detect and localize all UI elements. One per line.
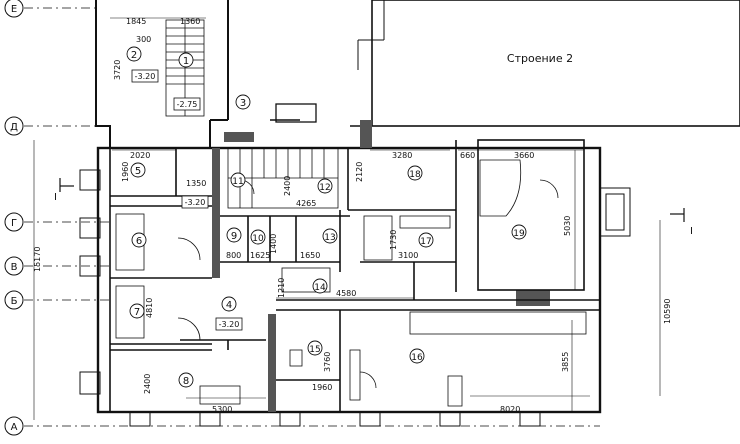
room-number-6: 6 bbox=[136, 236, 142, 247]
level-mark-3: -3.20 bbox=[185, 198, 206, 207]
axis-bubbles bbox=[4, 0, 24, 436]
dimension-label: 8020 bbox=[500, 405, 520, 414]
axis-label-v: В bbox=[11, 262, 18, 273]
room-number-4: 4 bbox=[226, 300, 232, 311]
dimension-label: 3280 bbox=[392, 151, 412, 160]
dimension-label: 5300 bbox=[212, 405, 232, 414]
room-number-15: 15 bbox=[309, 345, 320, 355]
room-number-1: 1 bbox=[183, 56, 189, 67]
section-markers bbox=[59, 178, 685, 222]
dimension-label: 5030 bbox=[563, 216, 572, 236]
annex-label: Строение 2 bbox=[507, 52, 573, 65]
dimension-label: 1210 bbox=[277, 278, 286, 298]
dimension-label: 1960 bbox=[121, 162, 130, 182]
room-bubbles bbox=[126, 46, 527, 388]
fixtures bbox=[115, 159, 587, 407]
room-number-13: 13 bbox=[324, 233, 335, 243]
room-number-18: 18 bbox=[409, 170, 421, 180]
dimension-label: 4265 bbox=[296, 199, 316, 208]
section-marker-left: I bbox=[54, 192, 57, 203]
dimension-label: 1730 bbox=[389, 230, 398, 250]
axis-label-g: Г bbox=[11, 218, 17, 229]
axis-label-d: Д bbox=[10, 122, 18, 133]
room-number-5: 5 bbox=[135, 166, 141, 177]
dimension-label: 300 bbox=[136, 35, 151, 44]
level-mark-2: -2.75 bbox=[177, 100, 198, 109]
room-number-3: 3 bbox=[240, 98, 246, 109]
room-number-11: 11 bbox=[232, 177, 243, 187]
room-number-12: 12 bbox=[319, 183, 330, 193]
dimension-label: 1360 bbox=[180, 17, 200, 26]
annex-building bbox=[357, 0, 740, 127]
section-marker-right: I bbox=[690, 226, 693, 237]
dimension-label: 2120 bbox=[355, 162, 364, 182]
dimension-label: 10590 bbox=[663, 299, 672, 324]
outer-walls bbox=[95, 0, 602, 414]
room-number-9: 9 bbox=[231, 231, 237, 242]
room-number-19: 19 bbox=[513, 229, 525, 239]
windows bbox=[79, 169, 631, 427]
room-number-14: 14 bbox=[314, 283, 326, 293]
dimension-label: 3855 bbox=[561, 352, 570, 372]
dimension-label: 2400 bbox=[283, 176, 292, 196]
level-mark-1: -3.20 bbox=[135, 72, 156, 81]
dimension-label: 1960 bbox=[312, 383, 332, 392]
axis-label-a: А bbox=[11, 422, 18, 433]
level-mark-boxes bbox=[131, 69, 243, 331]
dimension-label: 15170 bbox=[33, 247, 42, 272]
dimension-label: 660 bbox=[460, 151, 475, 160]
level-mark-4: -3.20 bbox=[219, 320, 240, 329]
dimension-label: 2020 bbox=[130, 151, 150, 160]
dimension-label: 1625 bbox=[250, 251, 270, 260]
dimension-label: 3720 bbox=[113, 60, 122, 80]
grid-axis-lines bbox=[24, 7, 600, 427]
dimension-label: 4580 bbox=[336, 289, 356, 298]
dimension-lines bbox=[33, 17, 661, 420]
dimension-label: 3100 bbox=[398, 251, 418, 260]
dimension-label: 3760 bbox=[323, 352, 332, 372]
room-number-17: 17 bbox=[420, 237, 431, 247]
hatched-walls bbox=[212, 120, 550, 412]
dimension-label: 1845 bbox=[126, 17, 146, 26]
dimension-label: 800 bbox=[226, 251, 241, 260]
dimension-label: 4810 bbox=[145, 298, 154, 318]
stairs bbox=[165, 19, 339, 209]
dimension-label: 2400 bbox=[143, 374, 152, 394]
axis-label-e: Е bbox=[11, 4, 17, 15]
room-number-10: 10 bbox=[252, 234, 264, 244]
dimension-label: 1650 bbox=[300, 251, 320, 260]
dimension-label: 1350 bbox=[186, 179, 206, 188]
axis-label-b: Б bbox=[11, 296, 18, 307]
room-number-16: 16 bbox=[411, 353, 423, 363]
dimension-label: 1400 bbox=[269, 234, 278, 254]
room-number-2: 2 bbox=[131, 50, 137, 61]
dimension-label: 3660 bbox=[514, 151, 534, 160]
room-number-8: 8 bbox=[183, 376, 189, 387]
interior-walls bbox=[109, 139, 600, 412]
room-number-7: 7 bbox=[134, 307, 140, 318]
